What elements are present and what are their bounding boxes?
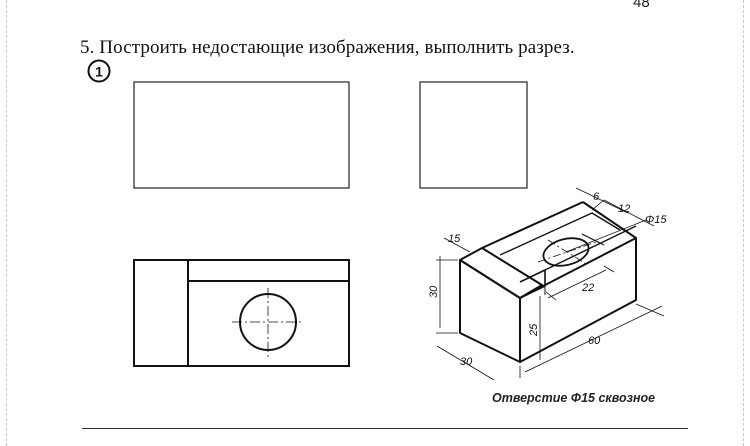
page-number: 48 <box>633 0 650 11</box>
page-edge-right <box>743 0 744 446</box>
task-title: 5. Построить недостающие изображения, вы… <box>80 37 575 58</box>
front-view-frame <box>133 81 350 189</box>
variant-number: 1 <box>95 64 103 80</box>
isometric-dimensions <box>436 187 665 381</box>
dim-12: 12 <box>618 203 630 215</box>
dim-30-depth: 30 <box>460 356 473 368</box>
side-view-frame <box>419 81 528 189</box>
dim-30-height: 30 <box>428 285 440 298</box>
dim-6: 6 <box>593 191 600 203</box>
top-view <box>133 259 350 367</box>
hole-caption: Отверстие Φ15 сквозное <box>492 391 656 405</box>
dim-15: 15 <box>448 233 461 245</box>
variant-badge: 1 <box>87 59 111 83</box>
dim-22: 22 <box>581 282 594 294</box>
dim-diameter: Φ15 <box>645 214 667 226</box>
dim-25: 25 <box>528 323 540 337</box>
page-edge-left <box>6 0 7 446</box>
dim-60: 60 <box>588 335 601 347</box>
isometric-view <box>459 201 637 363</box>
bottom-rule <box>82 428 688 429</box>
